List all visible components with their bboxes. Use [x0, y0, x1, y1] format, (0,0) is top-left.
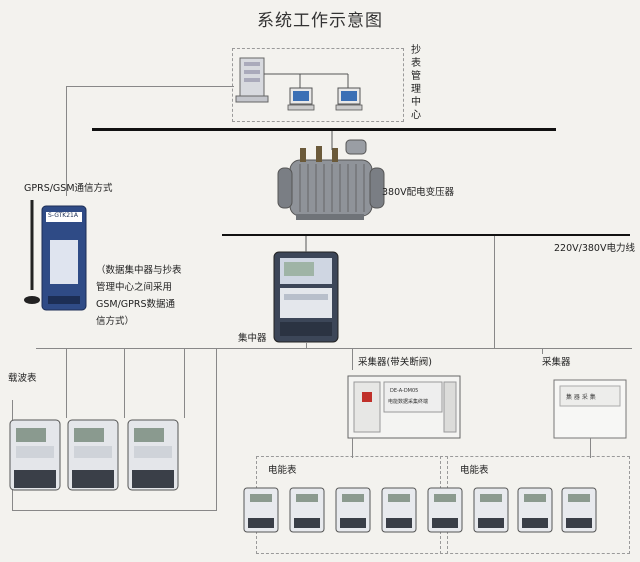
collector-breaker-panel-text: DE-A-DM05 [390, 388, 419, 394]
energy-meter-label-2: 电能表 [460, 465, 489, 476]
power-line-label: 220V/380V电力线 [554, 243, 635, 254]
center-link-top [66, 86, 234, 87]
carrier-meter-label: 载波表 [8, 373, 37, 384]
distribution-bus [36, 348, 632, 349]
collector-box-text: 集 器 采 集 [566, 394, 596, 401]
transformer-label: 380V配电变压器 [382, 187, 455, 198]
comm-mode-label: GPRS/GSM通信方式 [24, 183, 113, 194]
carrier-drop-2 [124, 348, 125, 418]
collector-breaker-label: 采集器(带关断阀) [358, 357, 432, 368]
carrier-meter-1 [9, 419, 61, 491]
meter-center-label: 抄表管理中心 [411, 45, 421, 121]
modem-model-text: S-GTK21A [48, 212, 78, 219]
concentrator-note-line-3: GSM/GPRS数据通 [96, 299, 176, 310]
meter-group-link-2 [590, 438, 591, 458]
collector-breaker-drop [352, 348, 353, 370]
carrier-drop-3 [184, 348, 185, 418]
carrier-meter-3 [127, 419, 179, 491]
center-link-line [66, 86, 67, 196]
carrier-bottom-line [12, 510, 217, 511]
main-bus-line [92, 128, 556, 131]
diagram-title: 系统工作示意图 [257, 11, 383, 31]
power-line-drop [494, 236, 495, 348]
carrier-drop-1 [66, 348, 67, 418]
concentrator-note-line-1: （数据集中器与抄表 [96, 265, 182, 276]
power-line [222, 234, 630, 236]
concentrator-label: 集中器 [238, 333, 267, 344]
concentrator-note-line-4: 信方式） [96, 316, 135, 327]
concentrator-note: （数据集中器与抄表 管理中心之间采用 GSM/GPRS数据通 信方式） [96, 262, 182, 330]
meter-group-link-1 [352, 438, 353, 458]
collector-breaker-sub-text: 电能数据采集终端 [388, 399, 429, 405]
meter-center-box [232, 48, 404, 122]
carrier-drop-4 [216, 348, 217, 510]
distribution-drop-concentrator [306, 342, 307, 348]
collector-label: 采集器 [542, 357, 571, 368]
collector-drop [542, 348, 543, 354]
carrier-meter-2 [67, 419, 119, 491]
energy-meter-label-1: 电能表 [268, 465, 297, 476]
concentrator-note-line-2: 管理中心之间采用 [96, 282, 173, 293]
